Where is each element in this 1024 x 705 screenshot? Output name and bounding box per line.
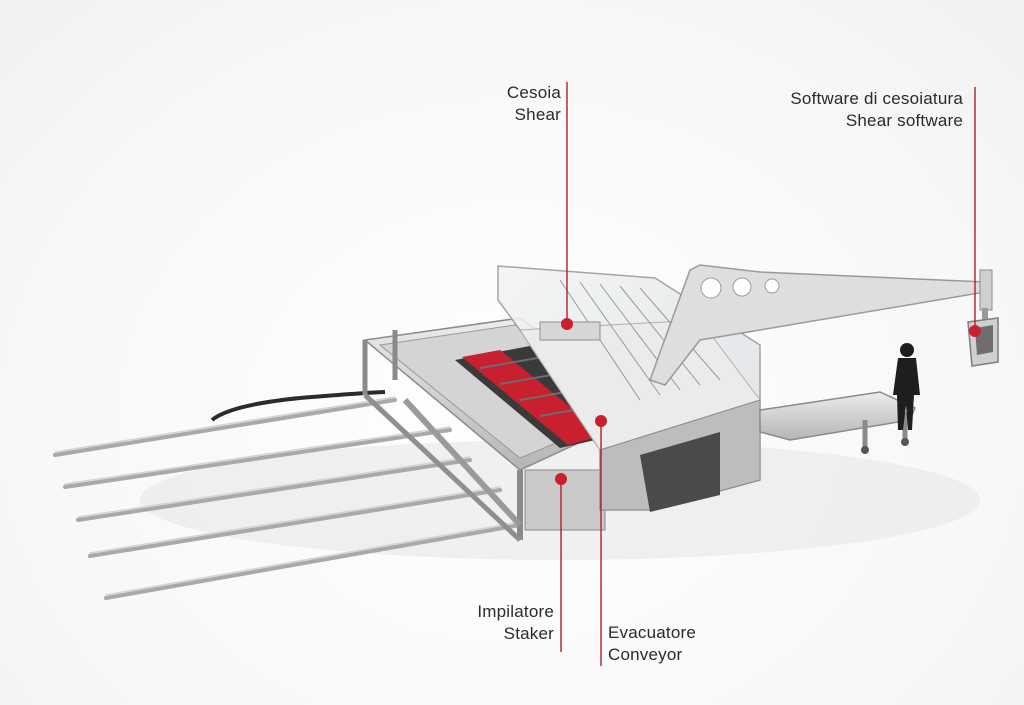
feed-rails — [53, 398, 522, 600]
callout-software-line2: Shear software — [845, 111, 963, 130]
callout-staker-line1: Impilatore — [477, 602, 554, 621]
callout-dot-conveyor — [595, 415, 607, 427]
callout-shear-line2: Shear — [514, 105, 561, 124]
callout-conveyor-line2: Conveyor — [608, 645, 683, 664]
callout-label-software: Software di cesoiatura Shear software — [790, 88, 963, 132]
leader-lines — [560, 82, 976, 666]
callout-dots — [555, 318, 981, 485]
callout-software-line1: Software di cesoiatura — [790, 89, 963, 108]
callout-dot-software — [969, 325, 981, 337]
callout-dot-shear — [561, 318, 573, 330]
software-support-arm — [649, 264, 993, 386]
callout-shear-line1: Cesoia — [506, 83, 561, 102]
callout-conveyor-line1: Evacuatore — [608, 623, 696, 642]
callout-label-conveyor: Evacuatore Conveyor — [608, 622, 696, 666]
callout-staker-line2: Staker — [503, 624, 554, 643]
callout-dot-staker — [555, 473, 567, 485]
control-screen — [967, 317, 999, 367]
operator-silhouette — [893, 343, 920, 430]
callout-label-shear: Cesoia Shear — [507, 82, 561, 126]
outfeed-table — [759, 391, 916, 454]
callout-label-staker: Impilatore Staker — [477, 601, 554, 645]
